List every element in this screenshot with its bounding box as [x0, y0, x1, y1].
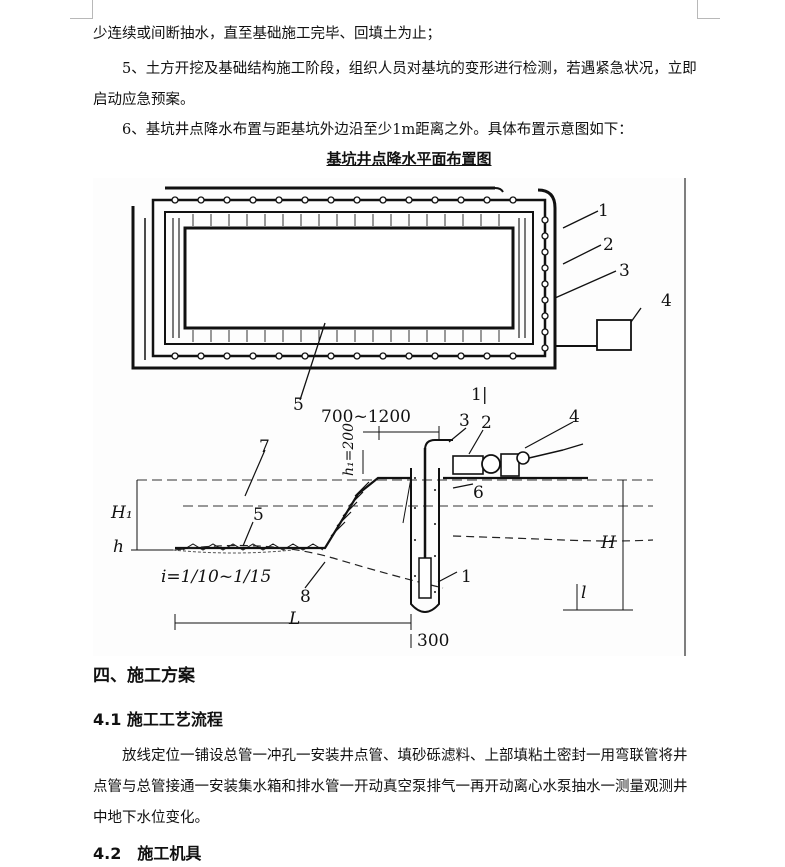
plan-label-3: 3	[619, 261, 630, 281]
section-label-6: 6	[473, 483, 484, 503]
paragraph-item-5: 5、土方开挖及基础结构施工阶段，组织人员对基坑的变形进行检测，若遇紧急状况，立即…	[93, 61, 697, 108]
section-label-L: L	[288, 609, 300, 629]
section-label-300: 300	[417, 631, 449, 651]
section-label-h1-eq: h₁=200	[341, 423, 357, 476]
section-label-4: 4	[569, 407, 580, 427]
section-label-l: l	[581, 583, 586, 603]
paragraph-line1: 少连续或间断抽水，直至基础施工完毕、回填土为止；	[93, 26, 441, 42]
section-label-h: h	[113, 537, 124, 557]
plan-section-mark: 1|	[471, 385, 488, 405]
page-corner-mark-right	[697, 0, 720, 19]
section-4-1-heading: 4.1 施工工艺流程	[93, 710, 223, 729]
plan-label-1: 1	[598, 201, 609, 221]
section-4-2-heading: 4.2 施工机具	[93, 844, 202, 863]
plan-view	[131, 186, 642, 401]
page-corner-mark-left	[70, 0, 93, 19]
section-label-8: 8	[300, 587, 311, 607]
section-label-width: 700~1200	[321, 407, 411, 427]
section-label-1: 1	[461, 567, 472, 587]
plan-label-2: 2	[603, 235, 614, 255]
section-label-5: 5	[253, 505, 264, 525]
plan-label-5: 5	[293, 395, 304, 415]
section-label-slope: i=1/10~1/15	[161, 567, 271, 587]
dewatering-figure: 1 2 3 4 5 1|	[93, 178, 688, 656]
section-label-3: 3	[459, 411, 470, 431]
paragraph-item-6: 6、基坑井点降水布置与距基坑外边沿至少1m距离之外。具体布置示意图如下：	[122, 122, 633, 138]
plan-label-4: 4	[661, 291, 672, 311]
section-view	[131, 421, 654, 648]
section-label-H: H	[600, 533, 617, 553]
section-label-2: 2	[481, 413, 492, 433]
section-4-heading: 四、施工方案	[93, 666, 195, 686]
section-label-H1: H₁	[110, 503, 133, 523]
section-4-1-body: 放线定位一铺设总管一冲孔一安装井点管、填砂砾滤料、上部填粘土密封一用弯联管将井点…	[93, 748, 688, 826]
figure-caption: 基坑井点降水平面布置图	[326, 150, 492, 168]
section-label-7: 7	[259, 437, 270, 457]
